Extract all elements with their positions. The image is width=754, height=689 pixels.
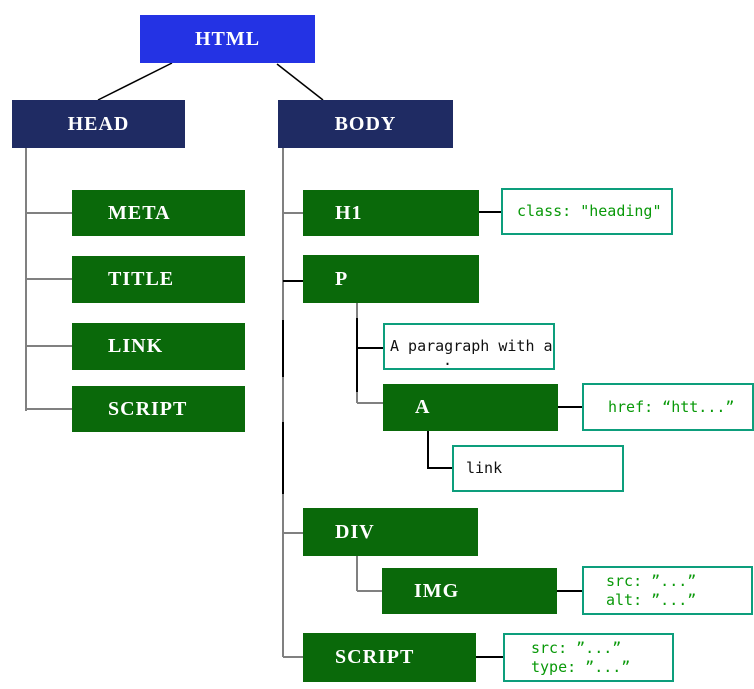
annotation-a-href: href: “htt...” (582, 383, 754, 431)
node-script-head: SCRIPT (72, 386, 245, 432)
node-head-label: HEAD (67, 112, 130, 135)
img-src-attribute: src: ”...” (606, 571, 697, 590)
node-div: DIV (303, 508, 478, 556)
node-meta: META (72, 190, 245, 236)
node-img: IMG (382, 568, 557, 614)
node-head: HEAD (12, 100, 185, 148)
annotation-h1-class: class: "heading" (501, 188, 673, 235)
node-p: P (303, 255, 479, 303)
node-body: BODY (278, 100, 453, 148)
node-div-label: DIV (335, 520, 375, 543)
node-a: A (383, 384, 558, 431)
node-h1-label: H1 (335, 201, 363, 224)
node-html-label: HTML (194, 27, 261, 50)
annotation-a-text: link (452, 445, 624, 492)
edge-html-body (276, 63, 324, 101)
annotation-img-attrs: src: ”...” alt: ”...” (582, 566, 753, 615)
annotation-script-attrs: src: ”...” type: ”...” (503, 633, 674, 682)
node-meta-label: META (108, 201, 171, 224)
script-src-attribute: src: ”...” (531, 638, 622, 657)
a-href-attribute: href: “htt...” (608, 397, 735, 416)
h1-class-attribute: class: "heading" (517, 202, 662, 220)
script-type-attribute: type: ”...” (531, 657, 631, 676)
node-script-body-label: SCRIPT (335, 646, 415, 668)
annotation-p-text: A paragraph with a . (383, 323, 555, 370)
p-text-content: A paragraph with a (390, 337, 553, 355)
node-script-body: SCRIPT (303, 633, 476, 682)
edge-html-head (97, 62, 173, 101)
img-alt-attribute: alt: ”...” (606, 590, 697, 609)
node-title-label: TITLE (108, 268, 175, 290)
node-link-label: LINK (108, 335, 164, 357)
node-script-head-label: SCRIPT (108, 397, 188, 420)
p-text-truncation-dot: . (443, 351, 453, 369)
node-h1: H1 (303, 190, 479, 236)
a-text-content: link (466, 459, 503, 477)
node-html: HTML (140, 15, 315, 63)
node-p-label: P (335, 267, 349, 290)
node-link: LINK (72, 323, 245, 370)
node-a-label: A (415, 396, 431, 418)
node-title: TITLE (72, 256, 245, 303)
node-body-label: BODY (334, 112, 397, 135)
node-img-label: IMG (414, 579, 460, 602)
